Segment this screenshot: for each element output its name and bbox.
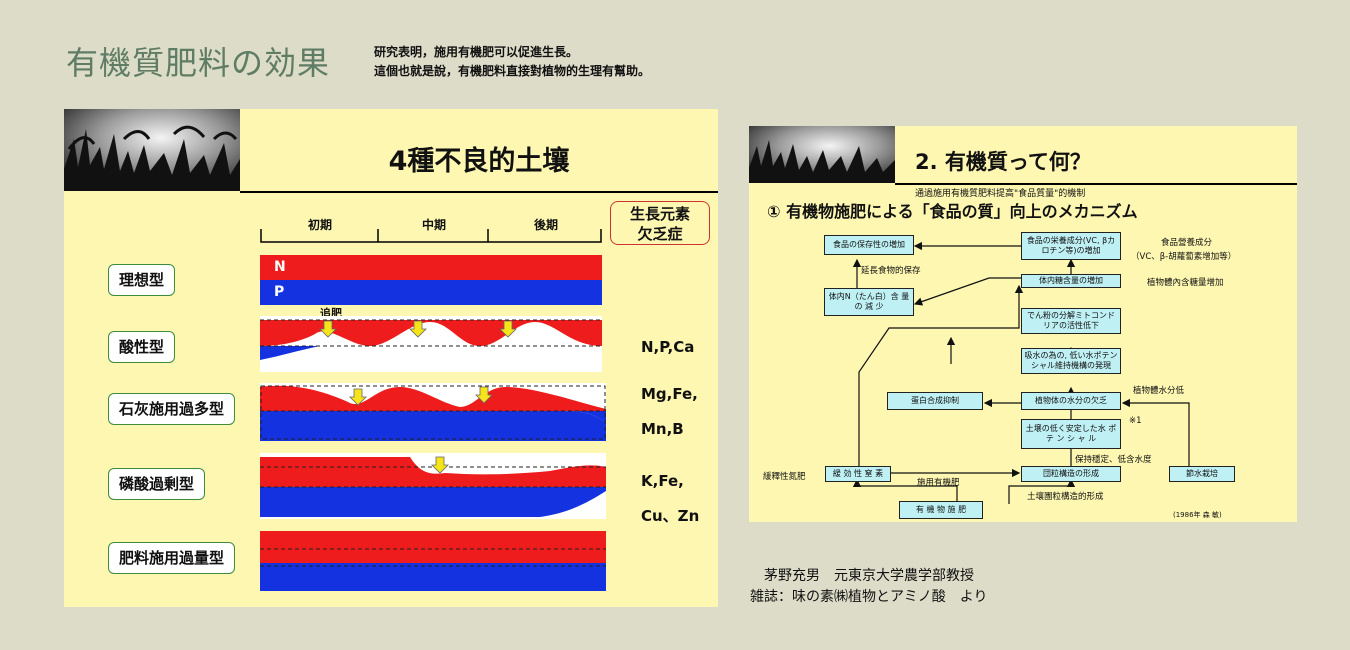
bad-soil-slide: 4種不良的土壤 初期 中期 後期 生長元素 欠乏症 理想型 酸性型 石灰施用過多… [64, 109, 718, 607]
extend-label: 延長食物的保存 [861, 266, 921, 276]
period-middle: 中期 [422, 218, 447, 232]
source-credit: 茅野充男 元東京大学農学部教授 雑誌：味の素㈱植物とアミノ酸 より [750, 566, 987, 608]
credit-line-2: 雑誌：味の素㈱植物とアミノ酸 より [750, 589, 988, 605]
acidic-chart [260, 316, 602, 372]
soil-water-node: 土壌の低く安定した水 ポ テ ン シ ャ ル [1021, 419, 1121, 449]
soil-type-acidic: 酸性型 [108, 331, 176, 363]
water-node: 植物体の水分の欠乏 [1021, 392, 1121, 410]
header-divider [240, 191, 718, 193]
stable-label: 保持穩定、低含水度 [1075, 455, 1152, 465]
sugar-node: 体内糖含量の増加 [1021, 274, 1121, 288]
sugar-cn-label: 植物體內含糖量增加 [1147, 278, 1224, 288]
deficiency-header: 生長元素 欠乏症 [610, 201, 710, 245]
slide2-subtitle: 通過施用有機質肥料提高"食品質量"的機制 [915, 189, 1086, 199]
water-saving-node: 節水栽培 [1169, 466, 1235, 482]
phosphate-elements-2: Cu、Zn [641, 507, 700, 525]
slide1-title: 4種不良的土壤 [388, 146, 570, 177]
soil-type-excess-fertilizer: 肥料施用過量型 [108, 542, 236, 574]
citation-label: (1986年 森 敏) [1173, 511, 1222, 519]
slide2-title: 2. 有機質って何？ [915, 150, 1091, 174]
aggregate-cn-label: 土壤團粒構造的形成 [1027, 492, 1104, 502]
water-cn-label: 植物體水分低 [1133, 386, 1185, 396]
acidic-elements: N,P,Ca [641, 338, 695, 356]
note-line-2: 這個也就是說，有機肥料直接對植物的生理有幫助。 [374, 64, 651, 78]
excess-phosphate-chart [260, 453, 606, 519]
wheat-photo-image [64, 109, 240, 191]
nutrient-cn-label-2: （VC、β-胡蘿蔔素增加等） [1131, 252, 1237, 262]
lime-elements-1: Mg,Fe, [641, 385, 698, 403]
p-label: P [274, 284, 285, 300]
phosphate-elements-1: K,Fe, [641, 472, 684, 490]
aggregate-node: 団粒構造の形成 [1021, 466, 1121, 482]
n-band [260, 255, 602, 280]
preserve-node: 食品の保存性の増加 [824, 235, 914, 255]
soil-type-ideal: 理想型 [108, 264, 176, 296]
nitrogen-node: 体内N（たん白）含 量 の 減 少 [824, 288, 914, 316]
apply-cn-label: 施用有機肥 [917, 478, 960, 488]
excess-fertilizer-chart [260, 531, 606, 591]
slide2-heading: ① 有機物施肥による「食品の質」向上のメカニズム [767, 202, 1138, 221]
period-early: 初期 [308, 218, 333, 232]
nutrient-node: 食品の栄養成分(VC, βカロチン等)の増加 [1021, 232, 1121, 260]
protein-node: 蛋白合成抑制 [887, 392, 983, 410]
slow-cn-label: 緩釋性氮肥 [763, 472, 806, 482]
mark-label: ※1 [1129, 416, 1142, 426]
header-divider [895, 183, 1297, 185]
period-late: 後期 [534, 218, 559, 232]
page-note: 研究表明，施用有機肥可以促進生長。 這個也就是說，有機肥料直接對植物的生理有幫助… [374, 43, 650, 81]
starch-node: でん粉の分解ミトコンドリアの活性低下 [1021, 308, 1121, 334]
page-title: 有機質肥料の効果 [66, 44, 331, 82]
period-bracket [260, 229, 602, 243]
p-band [260, 280, 602, 305]
organic-matter-slide: 2. 有機質って何？ 通過施用有機質肥料提高"食品質量"的機制 ① 有機物施肥に… [749, 126, 1297, 522]
lime-elements-2: Mn,B [641, 420, 684, 438]
potential-node: 吸水の為の, 低い水ポテンシャル維持機構の発現 [1021, 348, 1121, 374]
soil-type-excess-lime: 石灰施用過多型 [108, 393, 236, 425]
nutrient-cn-label-1: 食品營養成分 [1161, 238, 1213, 248]
credit-line-1: 茅野充男 元東京大学農学部教授 [764, 568, 974, 584]
slow-nitrogen-node: 緩 効 性 窒 素 [825, 466, 891, 482]
ideal-bars: N P [260, 255, 606, 305]
note-line-1: 研究表明，施用有機肥可以促進生長。 [374, 45, 579, 59]
excess-lime-chart [260, 383, 606, 441]
wheat-photo-image [749, 126, 895, 183]
organic-fertilizer-node: 有 機 物 施 肥 [899, 501, 983, 519]
n-label: N [274, 259, 286, 275]
soil-type-excess-phosphate: 磷酸過剰型 [108, 468, 206, 500]
slide1-header: 4種不良的土壤 [240, 109, 718, 191]
